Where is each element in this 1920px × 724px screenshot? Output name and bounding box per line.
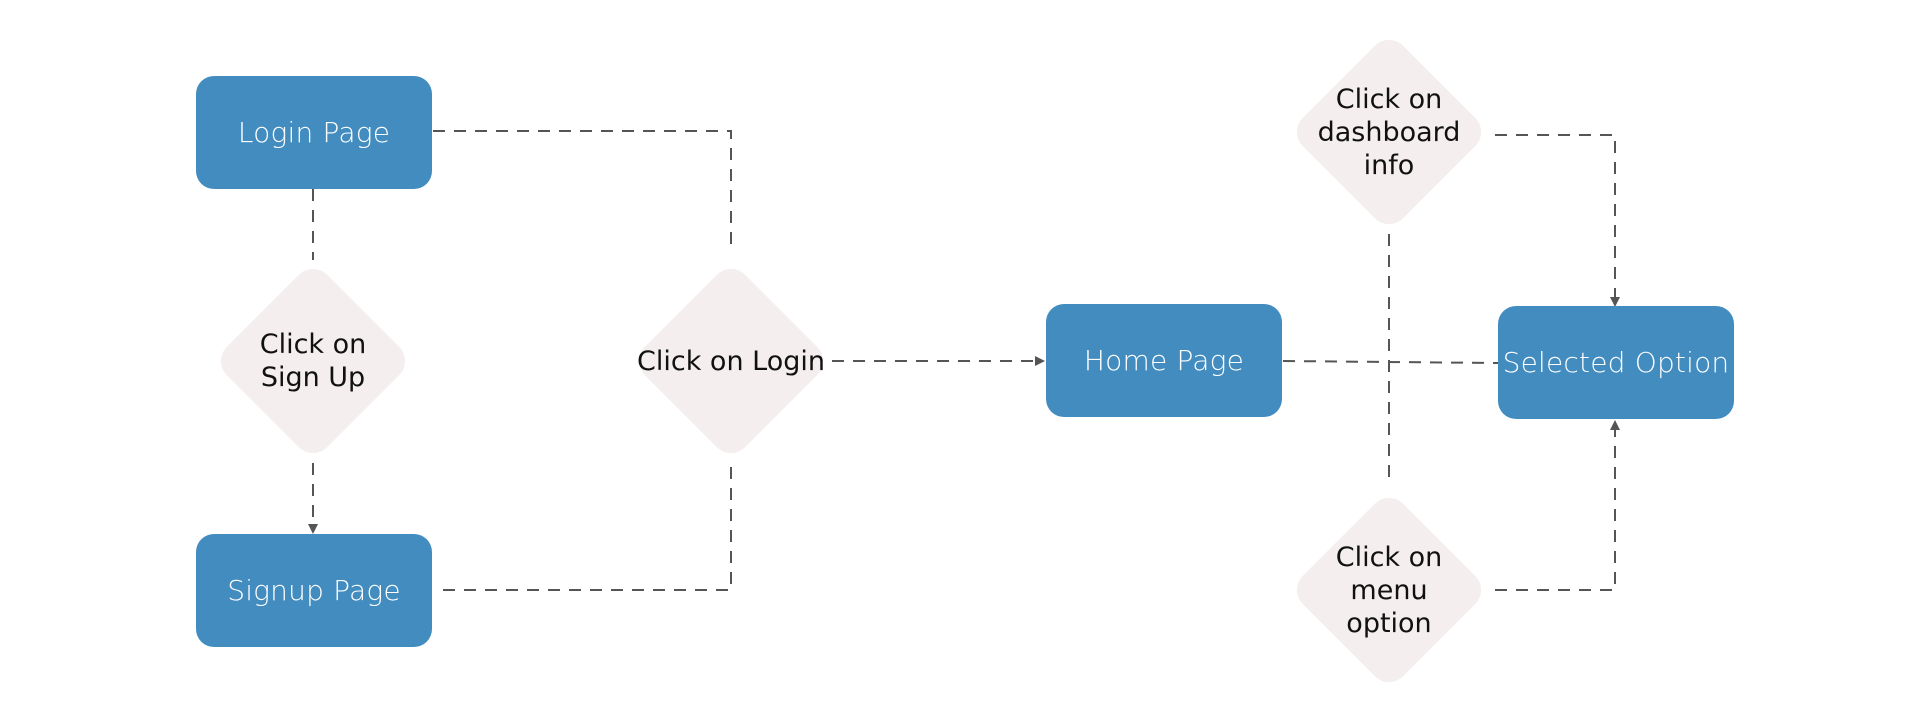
click-dashboard-decision[interactable]: Click on dashboard info (1288, 31, 1490, 233)
login-page-label: Login Page (237, 116, 391, 149)
click-dashboard-label: Click on dashboard info (1317, 83, 1461, 181)
signup-page-label: Signup Page (227, 574, 401, 607)
click-signup-label: Click on Sign Up (259, 329, 367, 393)
edge-signup-to-click-login (443, 462, 732, 591)
edge-login-to-click-login (433, 130, 732, 246)
selected-option-label: Selected Option (1502, 346, 1730, 379)
selected-option-node[interactable]: Selected Option (1498, 306, 1734, 419)
edge-home-to-selected (1282, 360, 1499, 364)
click-menu-label: Click on menu option (1335, 541, 1443, 639)
click-signup-decision[interactable]: Click on Sign Up (212, 260, 414, 462)
edge-dashboard-to-selected (1495, 134, 1620, 307)
click-menu-decision[interactable]: Click on menu option (1288, 489, 1490, 691)
login-page-node[interactable]: Login Page (196, 76, 432, 189)
signup-page-node[interactable]: Signup Page (196, 534, 432, 647)
home-page-label: Home Page (1083, 344, 1245, 377)
home-page-node[interactable]: Home Page (1046, 304, 1282, 417)
click-login-decision[interactable]: Click on Login (630, 260, 832, 462)
edge-menu-to-selected (1495, 420, 1620, 591)
click-login-label: Click on Login (637, 345, 825, 377)
